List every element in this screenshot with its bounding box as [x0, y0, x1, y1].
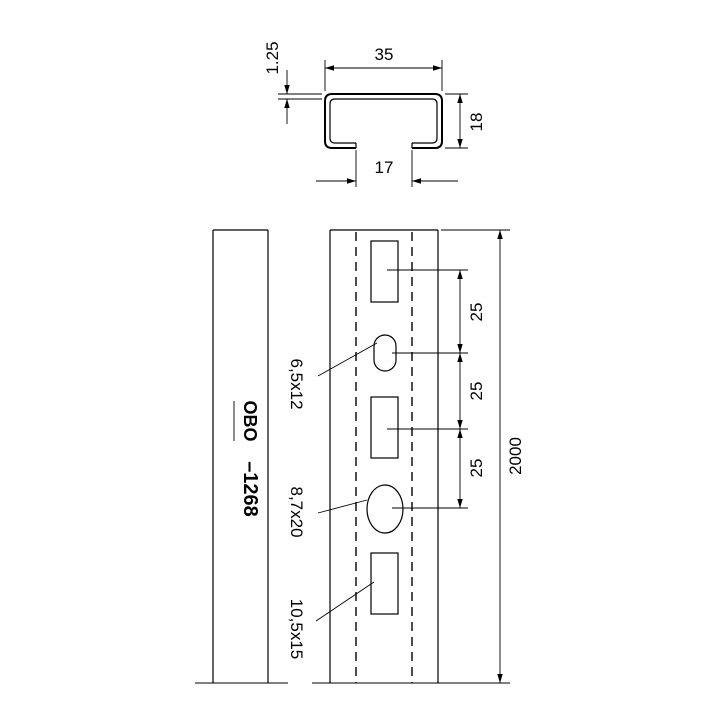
profile-outer-line [324, 93, 443, 149]
dim-length-label: 2000 [506, 437, 525, 475]
dim-height: 18 [445, 93, 486, 149]
dim-length: 2000 [441, 229, 525, 684]
slot-rectangular-2 [370, 396, 399, 459]
slot-rectangular-3 [370, 552, 399, 615]
dim-slot-opening: 17 [316, 150, 458, 187]
dim-slot-opening-label: 17 [375, 158, 394, 177]
callout-hole-small: 6,5x12 [287, 342, 378, 410]
spacing-label-3: 25 [467, 459, 486, 478]
dim-hole-spacing: 25 25 25 [387, 269, 486, 509]
profile-front-view [312, 229, 456, 684]
hole-medium-label: 8,7x20 [287, 486, 306, 537]
profile-inner-line [329, 98, 438, 144]
article-code-marking: –1268 [239, 461, 261, 517]
dim-thickness-label: 1.25 [263, 41, 282, 74]
hole-oblong-large [366, 484, 404, 534]
hole-large-label: 10,5x15 [287, 599, 306, 660]
callout-hole-medium: 8,7x20 [287, 486, 368, 538]
callout-hole-large: 10,5x15 [287, 581, 375, 660]
spacing-label-2: 25 [467, 382, 486, 401]
profile-side-view: OBO –1268 [195, 229, 288, 684]
profile-cross-section [324, 93, 443, 149]
spacing-label-1: 25 [467, 303, 486, 322]
brand-marking: OBO [240, 400, 260, 441]
dim-width: 35 [324, 45, 443, 91]
slot-rectangular-1 [370, 240, 399, 303]
dim-thickness: 1.25 [263, 41, 322, 124]
hole-small-label: 6,5x12 [287, 358, 306, 409]
dim-height-label: 18 [467, 113, 486, 132]
dim-width-label: 35 [375, 45, 394, 64]
